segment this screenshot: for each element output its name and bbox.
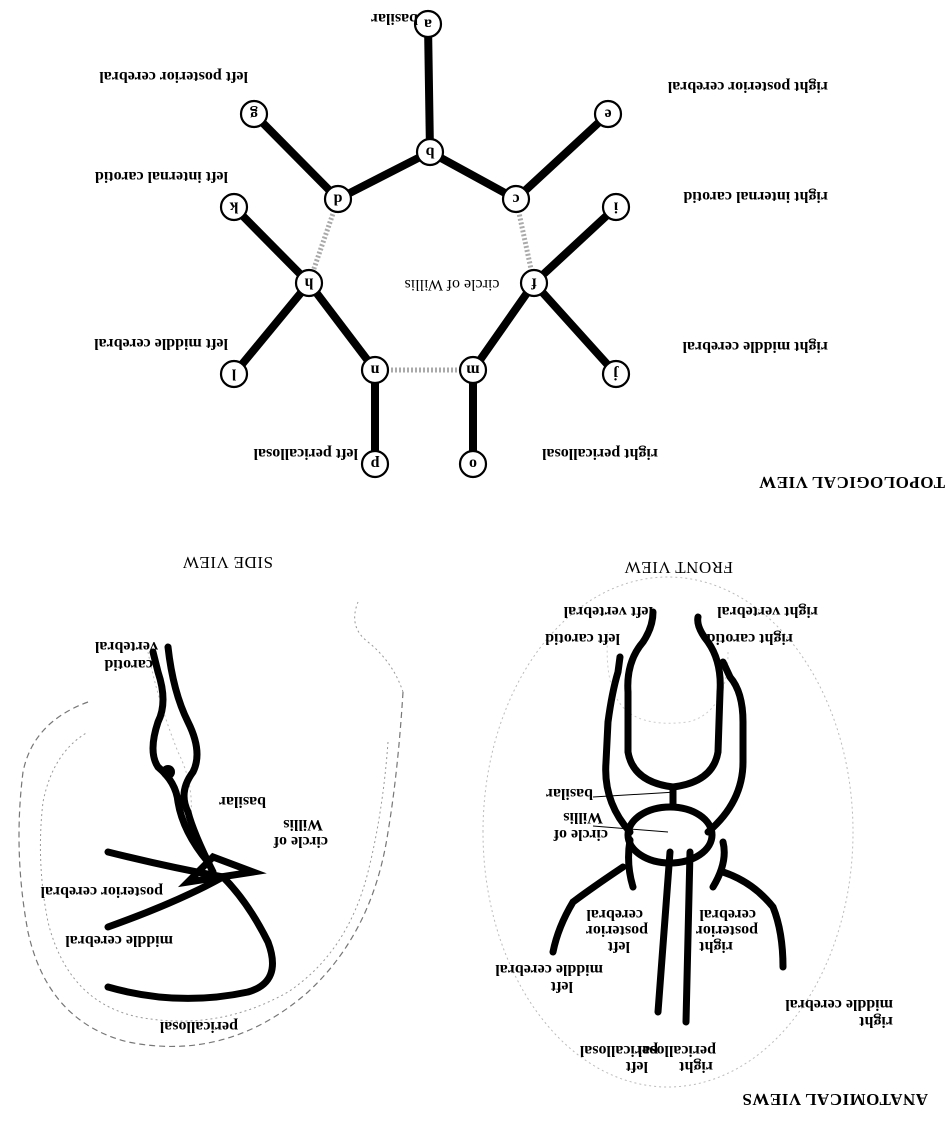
node-letter-i: i xyxy=(613,199,618,216)
front-left-pericallosal-vessel xyxy=(658,852,670,1012)
front-right-carotid-label: right carotid xyxy=(707,630,793,647)
node-letter-o: o xyxy=(469,456,477,473)
anatomical-views-heading: ANATOMICAL VIEWS xyxy=(742,1090,928,1109)
node-label-i: right internal carotid xyxy=(683,188,828,205)
topological-view-heading: TOPOLOGICAL VIEW xyxy=(759,473,945,492)
node-letter-e: e xyxy=(604,106,611,123)
node-letter-a: a xyxy=(424,16,432,33)
front-right-vertebral-label: right vertebral xyxy=(717,603,818,620)
front-left-vertebral-label: left vertebral xyxy=(563,603,653,620)
side-vessel-junction xyxy=(161,765,175,779)
node-letter-h: h xyxy=(304,275,313,292)
edge-d-g xyxy=(254,114,338,199)
edge-b-d xyxy=(338,152,430,199)
node-letter-c: c xyxy=(512,191,519,208)
edge-f-m xyxy=(473,283,534,370)
node-label-j: right middle cerebral xyxy=(682,338,828,355)
node-label-p: left pericallosal xyxy=(253,445,358,462)
front-right-middle-cerebral-label: right middle cerebral xyxy=(785,996,893,1030)
edge-f-i xyxy=(534,207,616,283)
side-face-outline xyxy=(355,602,403,692)
side-posterior-cerebral-label: posterior cerebral xyxy=(40,883,163,900)
side-pericallosal-label: pericallosal xyxy=(159,1018,238,1035)
node-label-o: right pericallosal xyxy=(541,445,658,462)
edge-h-k xyxy=(234,207,309,283)
side-view: pericallosal middle cerebral posterior c… xyxy=(19,553,403,1046)
side-view-heading: SIDE VIEW xyxy=(182,553,273,572)
node-letter-n: n xyxy=(370,362,379,379)
front-right-carotid-vessel xyxy=(708,662,743,832)
node-letter-b: b xyxy=(425,144,434,161)
front-left-pericallosal-label: left pericallosal xyxy=(579,1042,658,1075)
front-left-vertebral-vessel xyxy=(628,612,673,787)
edge-f-j xyxy=(534,283,616,374)
node-label-l: left middle cerebral xyxy=(94,335,228,352)
node-letter-k: k xyxy=(229,199,238,216)
front-view: right pericallosal left pericallosal rig… xyxy=(483,558,893,1087)
front-circle-of-willis-label: circle of Willis xyxy=(550,809,608,843)
side-basilar-label: basilar xyxy=(219,793,266,810)
node-letter-p: p xyxy=(370,456,379,473)
side-carotid-label: carotid xyxy=(104,656,153,673)
side-vertebral-label: vertebral xyxy=(94,638,158,655)
edge-h-l xyxy=(234,283,309,374)
side-middle-cerebral-label: middle cerebral xyxy=(65,932,173,949)
front-right-posterior-cerebral-label: right posterior cerebral xyxy=(692,906,758,955)
side-circle-of-willis-vessel xyxy=(188,857,253,882)
node-letter-m: m xyxy=(466,362,480,379)
front-view-heading: FRONT VIEW xyxy=(624,558,733,577)
front-right-pericallosal-vessel xyxy=(686,852,690,1022)
node-label-e: right posterior cerebral xyxy=(667,78,828,95)
front-left-posterior-cerebral-label: left posterior cerebral xyxy=(582,906,648,955)
front-basilar-label: basilar xyxy=(546,785,593,802)
node-letter-l: l xyxy=(231,366,236,383)
topology-graph: a basilar b c d e right posterior cerebral f g le… xyxy=(94,10,828,477)
side-circle-of-willis-label: circle of Willis xyxy=(270,816,328,850)
node-label-a: basilar xyxy=(371,10,418,27)
front-right-posterior-cerebral-vessel xyxy=(713,842,724,887)
node-letter-j: j xyxy=(613,366,619,383)
edge-h-n xyxy=(309,283,375,370)
node-letter-d: d xyxy=(333,191,342,208)
front-left-carotid-label: left carotid xyxy=(545,630,620,647)
node-letter-f: f xyxy=(531,275,537,292)
node-letter-g: g xyxy=(250,106,258,123)
node-label-g: left posterior cerebral xyxy=(99,68,248,85)
edge-a-b xyxy=(428,24,430,152)
node-label-k: left internal carotid xyxy=(95,168,228,185)
front-left-middle-cerebral-label: left middle cerebral xyxy=(495,961,603,995)
topology-center-label: circle of Willis xyxy=(404,276,499,293)
edge-c-e xyxy=(516,114,608,199)
edge-b-c xyxy=(430,152,516,199)
